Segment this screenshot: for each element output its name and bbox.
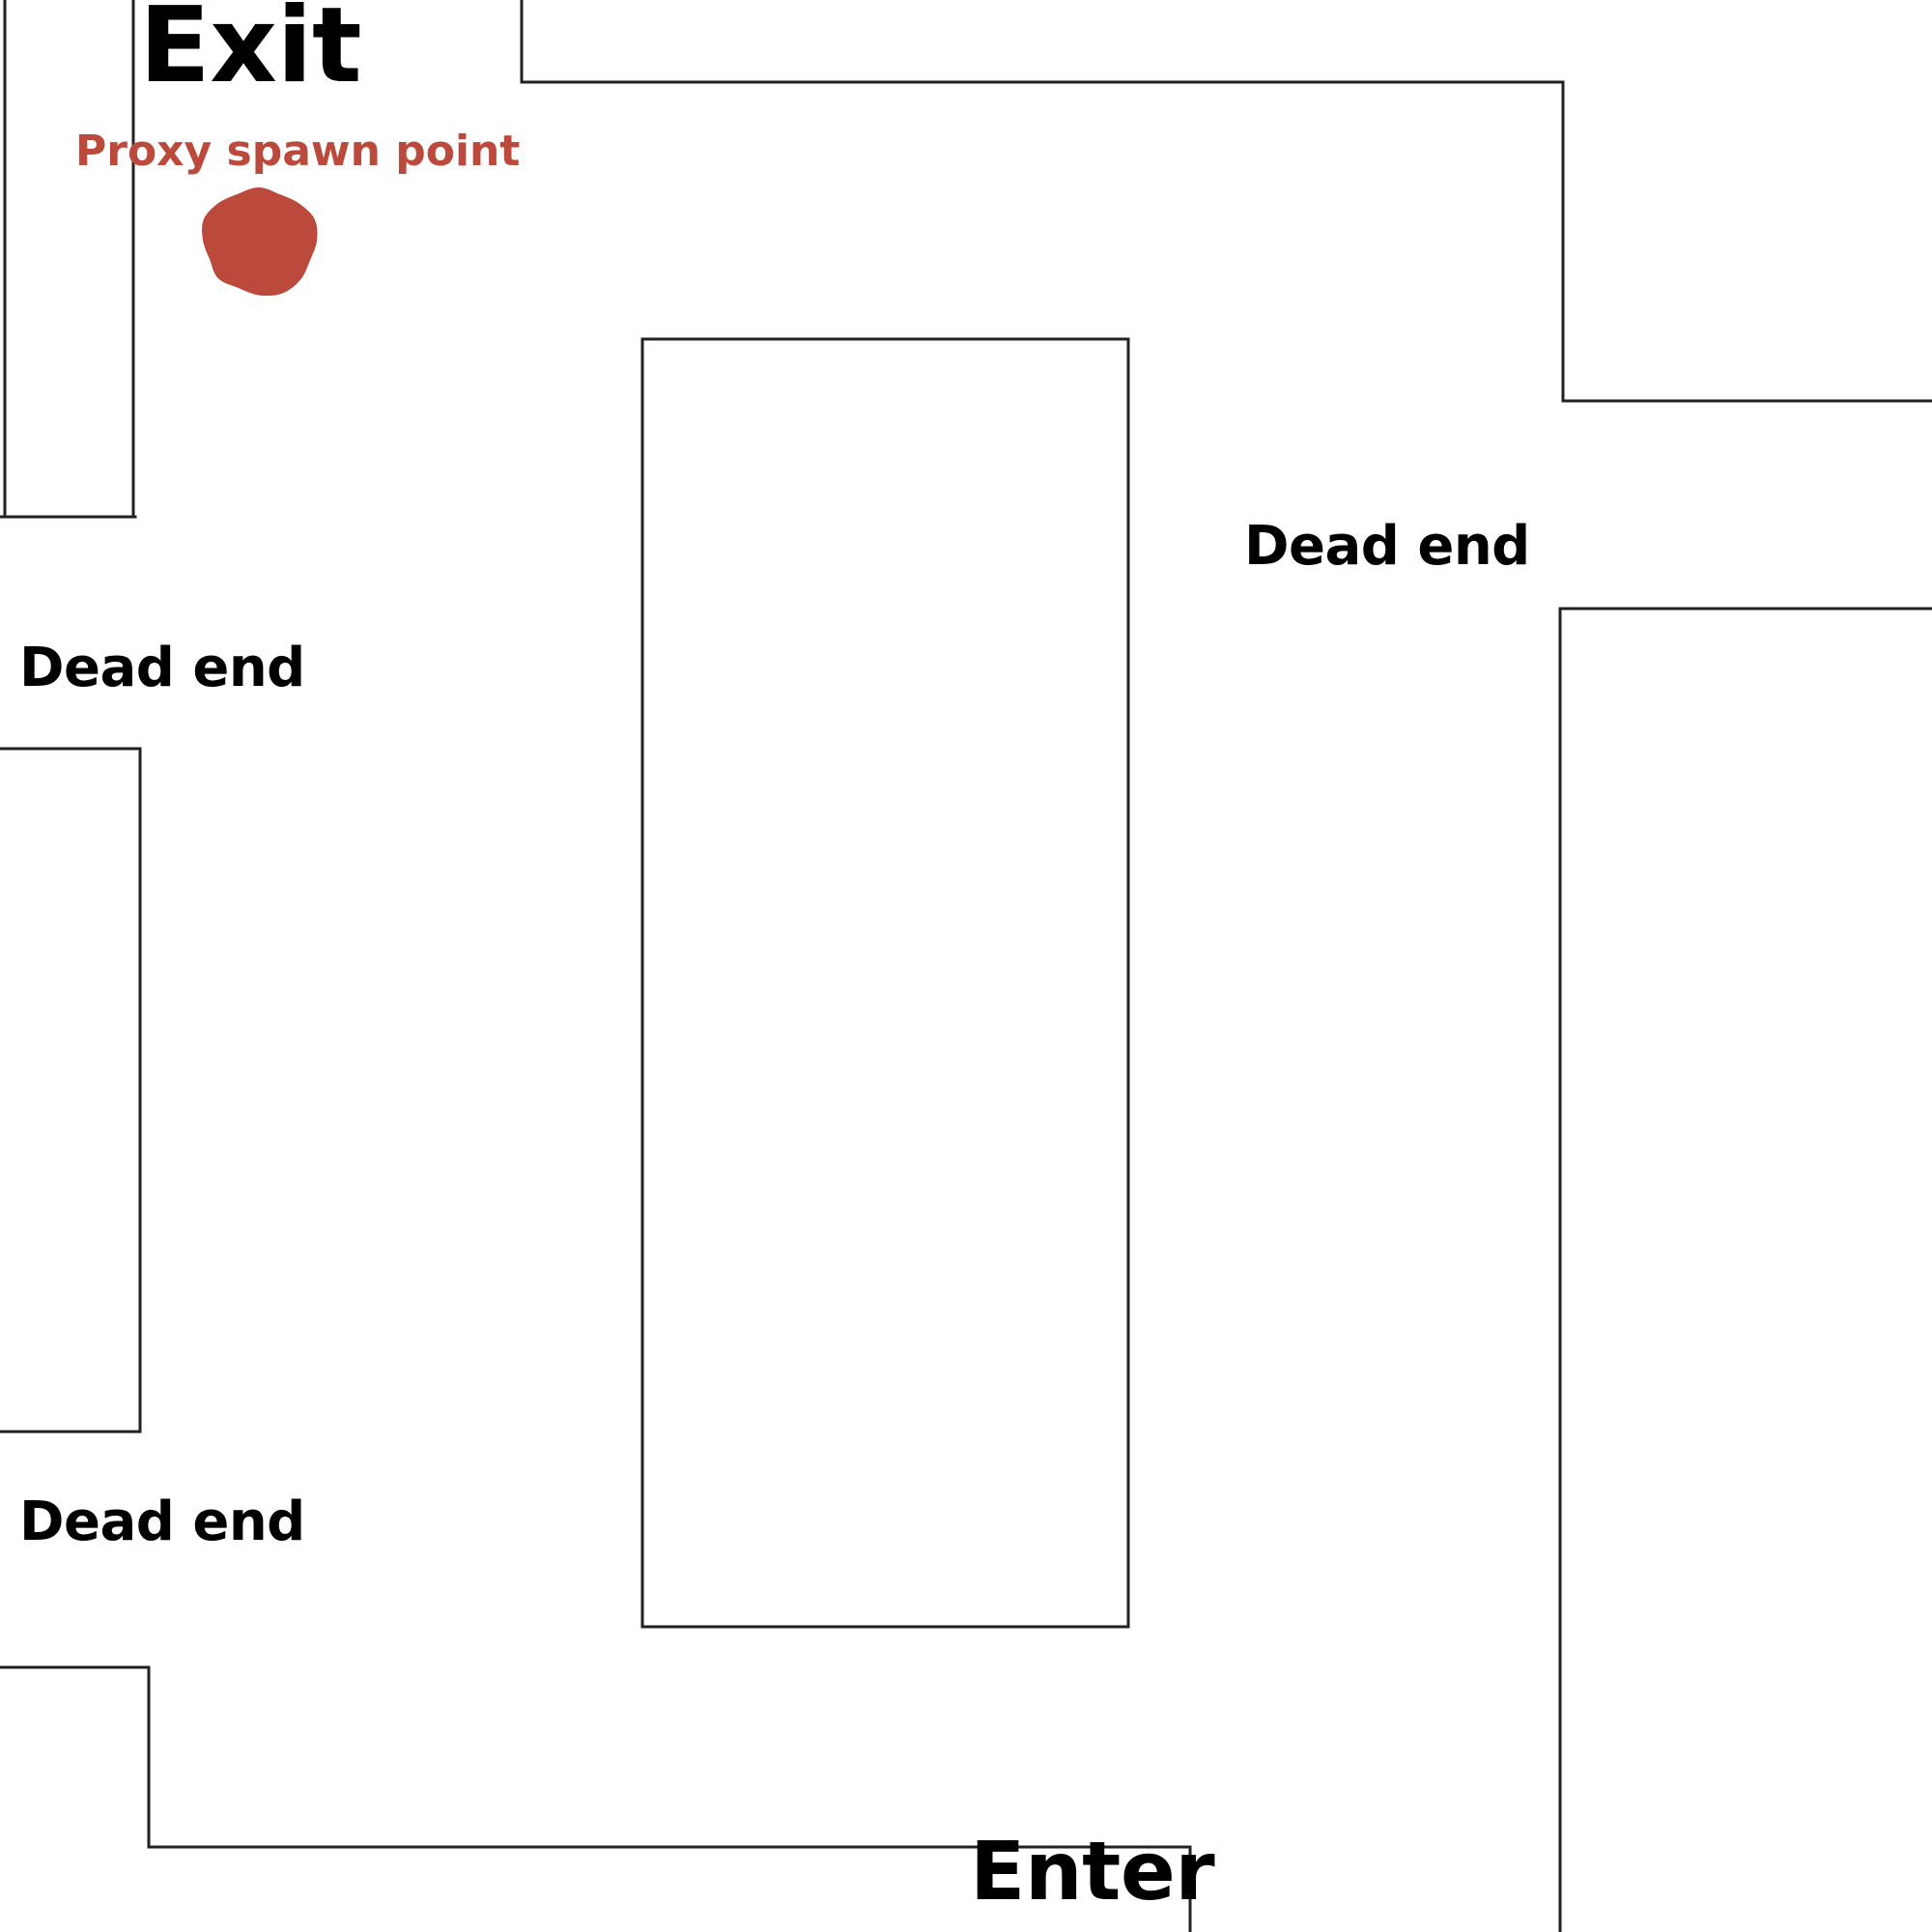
exit-label: Exit <box>139 0 362 106</box>
marker-group <box>202 187 318 297</box>
dead-end-label-left-upper: Dead end <box>19 637 305 699</box>
enter-label: Enter <box>970 1824 1215 1918</box>
dead-end-label-left-lower: Dead end <box>19 1491 305 1553</box>
dead-end-label-right: Dead end <box>1244 515 1530 578</box>
proxy-spawn-point-marker <box>202 187 318 297</box>
proxy-spawn-point-label: Proxy spawn point <box>75 127 521 176</box>
wall-center-block-rect <box>640 337 1130 1629</box>
